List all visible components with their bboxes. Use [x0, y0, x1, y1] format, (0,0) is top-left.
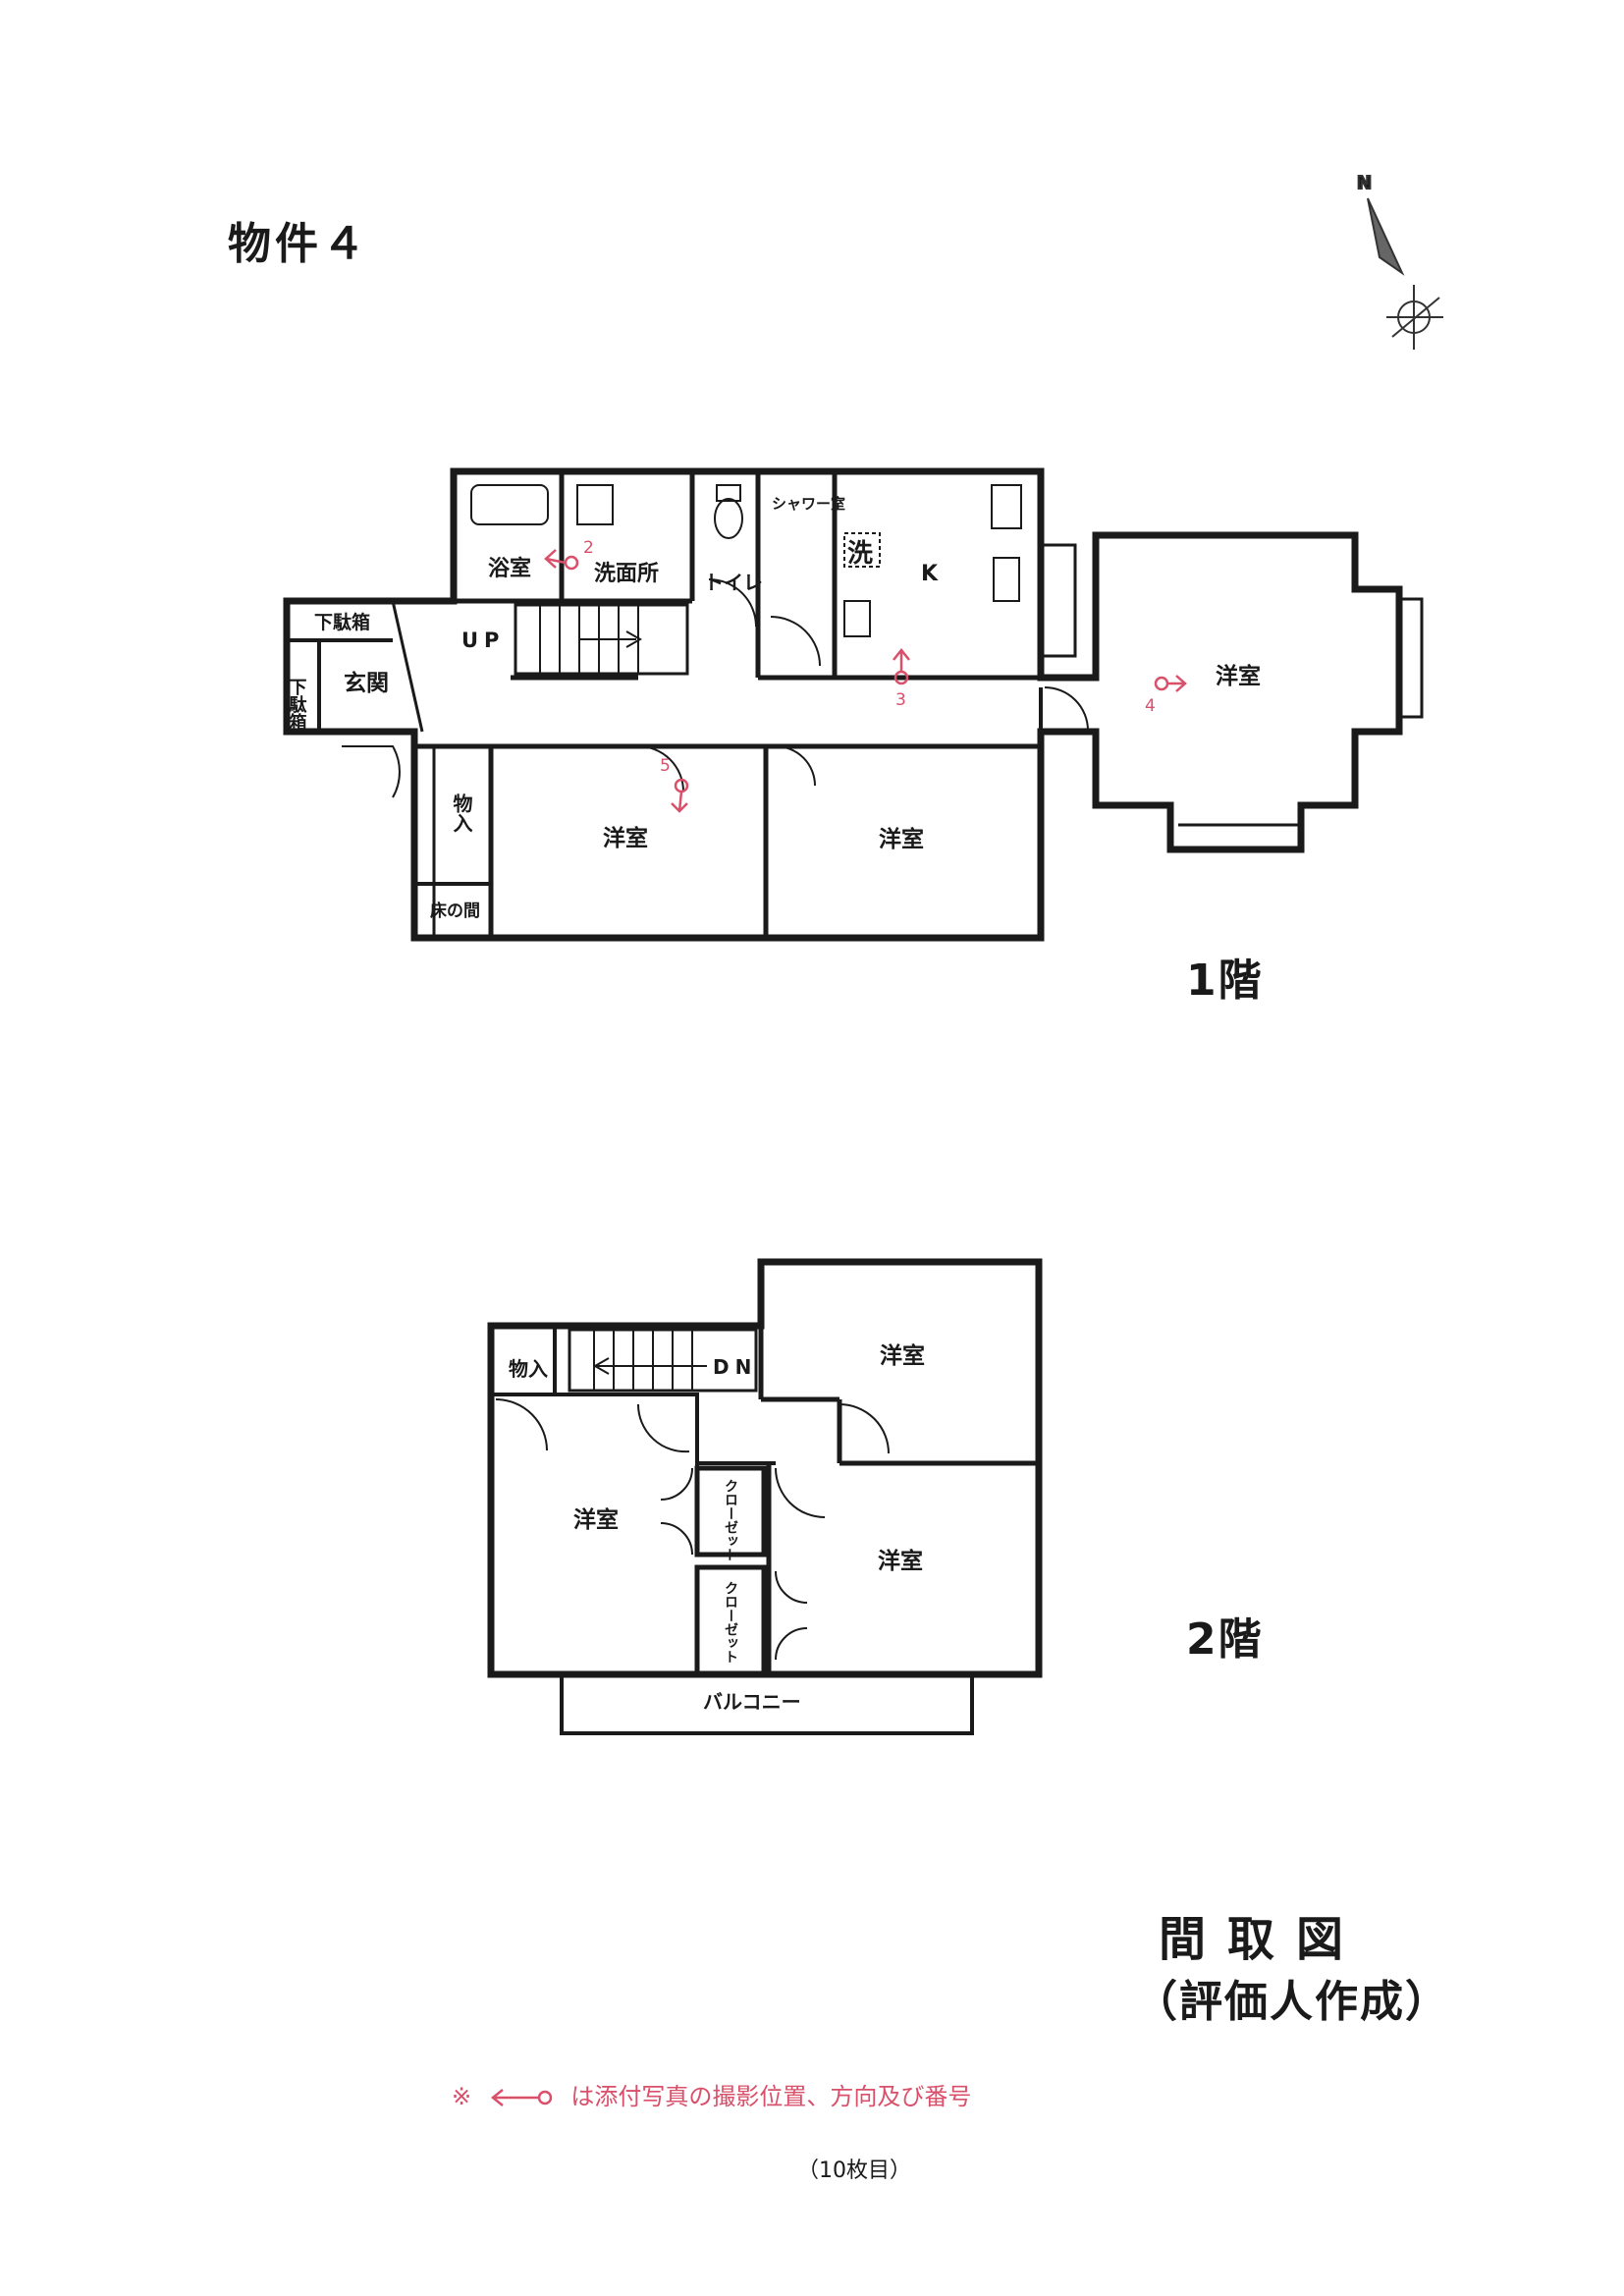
floor1-label: 1階 [1186, 956, 1264, 1006]
f1-toilet-label: トイレ [704, 571, 763, 594]
f2-western-se-label: 洋室 [878, 1548, 923, 1574]
drawing-title: 間取図 [1159, 1912, 1366, 1967]
f2-balcony-label: バルコニー [703, 1690, 801, 1714]
f2-closet-b-label: クローゼット [723, 1581, 738, 1664]
floor1-plan [283, 467, 1424, 942]
f2-stairs-label: DN [713, 1355, 757, 1379]
f1-kitchen-label: K [921, 562, 939, 586]
f2-western-ne-label: 洋室 [880, 1342, 925, 1369]
north-label: N [1357, 173, 1372, 193]
sheet-number: （10枚目） [797, 2159, 911, 2183]
photo-marker-5-number: 5 [660, 756, 671, 776]
f1-entrance-label: 玄関 [344, 670, 389, 696]
f1-bath-label: 浴室 [488, 556, 531, 581]
drawing-subtitle: （評価人作成） [1134, 1977, 1450, 2027]
legend-mark: ※ [452, 2083, 472, 2110]
f1-washer-label: 洗 [847, 539, 873, 569]
floor2-label: 2階 [1186, 1614, 1264, 1665]
f1-stairs-label: UP [461, 629, 505, 652]
f1-shoebox-side-label: 下駄箱 [287, 678, 307, 732]
photo-legend: ※ は添付写真の撮影位置、方向及び番号 [452, 2077, 971, 2111]
page-title: 物件４ [228, 219, 369, 269]
photo-marker-4-number: 4 [1145, 696, 1156, 716]
f1-western-b-label: 洋室 [879, 826, 924, 852]
f2-western-w-label: 洋室 [573, 1506, 619, 1533]
f1-western-c-label: 洋室 [1216, 663, 1261, 689]
photo-marker-4 [1154, 675, 1187, 692]
f1-storage-label: 物入 [450, 793, 473, 833]
f1-western-a-label: 洋室 [603, 825, 648, 851]
photo-marker-5 [671, 778, 689, 813]
photo-marker-2 [544, 549, 579, 571]
photo-marker-3-number: 3 [895, 690, 906, 710]
f1-alcove-label: 床の間 [430, 901, 480, 921]
f2-storage-label: 物入 [509, 1357, 548, 1381]
floor2-plan [487, 1258, 1043, 1735]
f1-washroom-label: 洗面所 [594, 562, 659, 586]
photo-marker-3 [893, 647, 910, 685]
f2-closet-a-label: クローゼット [723, 1479, 738, 1561]
photo-marker-2-number: 2 [583, 538, 594, 558]
compass-icon: N [1356, 172, 1443, 350]
legend-text: は添付写真の撮影位置、方向及び番号 [570, 2083, 972, 2110]
photo-arrow-icon [490, 2089, 552, 2106]
f1-shower-label: シャワー室 [772, 495, 845, 513]
f1-shoebox-top-label: 下駄箱 [314, 611, 370, 633]
